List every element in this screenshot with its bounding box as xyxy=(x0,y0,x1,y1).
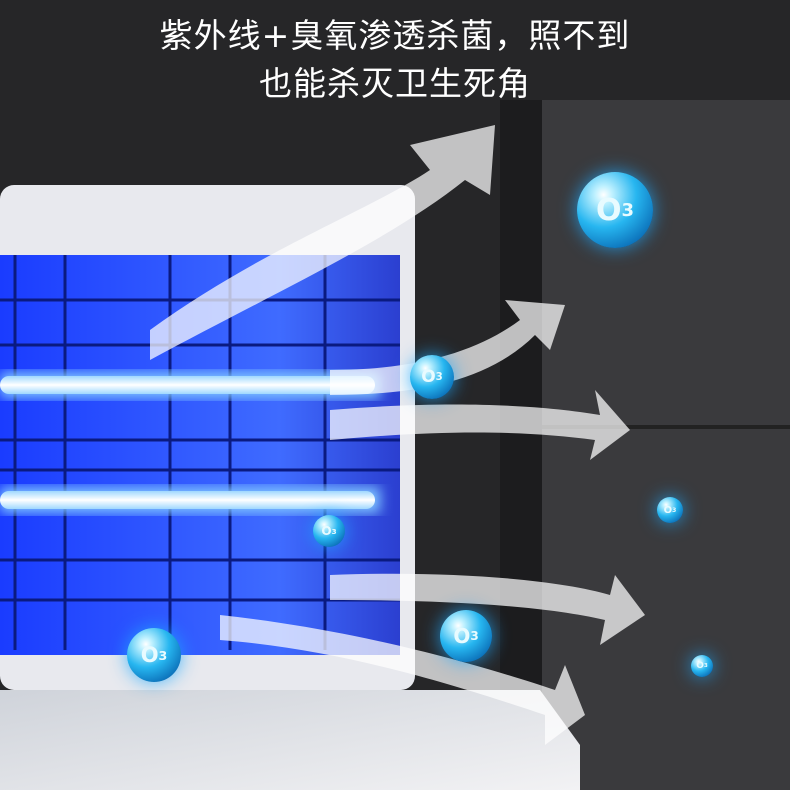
uv-sterilizer-device xyxy=(0,185,415,690)
airflow-arrows xyxy=(150,125,645,745)
uv-tube-bottom xyxy=(0,491,375,509)
countertop xyxy=(0,690,580,790)
protective-grid xyxy=(0,255,400,650)
wall-seam xyxy=(540,425,790,429)
headline-line-2: 也能杀灭卫生死角 xyxy=(259,64,531,103)
uv-tube-top xyxy=(0,376,375,394)
headline-line-1: 紫外线+臭氧渗透杀菌，照不到 xyxy=(159,16,631,55)
